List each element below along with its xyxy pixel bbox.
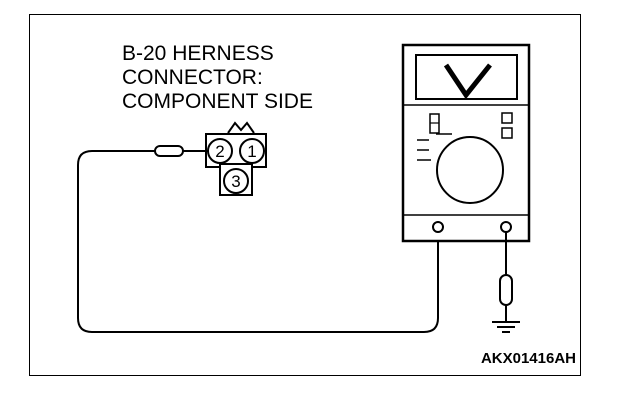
connector-caption-line-2: CONNECTOR: — [122, 66, 263, 89]
probe-handle — [154, 145, 184, 157]
meter-small-button-top — [501, 112, 513, 124]
multimeter — [401, 43, 531, 243]
meter-jack-com — [432, 221, 444, 233]
connector-caption-line-3: COMPONENT SIDE — [122, 90, 313, 113]
b20-connector — [205, 121, 267, 196]
pin-2-label: 2 — [215, 142, 224, 161]
connector-lock-tab — [227, 121, 255, 134]
pin-3-label: 3 — [231, 172, 240, 191]
connector-caption-line-1: B-20 HERNESS — [122, 42, 274, 65]
figure-id-label: AKX01416AH — [480, 350, 576, 367]
meter-jack-v — [500, 221, 512, 233]
meter-small-button-bottom — [501, 127, 513, 139]
test-probe — [154, 145, 208, 157]
diagram-frame — [29, 14, 581, 376]
pin-1-label: 1 — [247, 142, 256, 161]
dial-scale-ticks — [417, 133, 452, 161]
selector-dial — [436, 136, 504, 204]
meter-needle-mark — [443, 63, 492, 100]
ground-probe-handle — [499, 274, 513, 306]
ground-lead — [492, 232, 520, 333]
test-lead-wire — [77, 150, 439, 333]
pin-3-circle — [223, 168, 249, 194]
pin-1-circle — [239, 138, 265, 164]
